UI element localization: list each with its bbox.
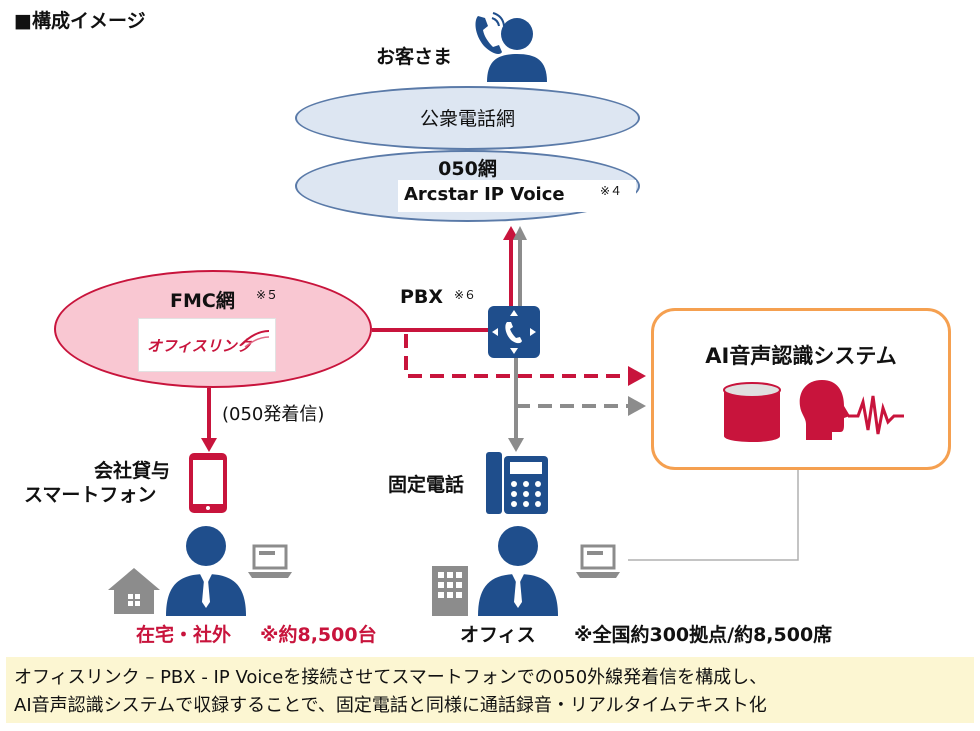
customer-person-icon	[487, 18, 547, 82]
pbx-note: ※６	[454, 288, 477, 302]
office-count: ※全国約300拠点/約8,500席	[574, 624, 833, 646]
phone-handset-icon	[475, 12, 505, 54]
pbx-050-gray-arrowhead	[513, 226, 527, 240]
officelink-swoosh-icon	[240, 330, 270, 348]
ai-office-thin-line	[628, 470, 799, 561]
building-icon	[432, 566, 468, 616]
ai-system-label: AI音声認識システム	[705, 344, 897, 368]
net050-label: 050網	[438, 158, 497, 180]
remote-label: 在宅・社外	[136, 624, 232, 646]
office-label: オフィス	[460, 624, 536, 646]
pbx-switch-icon	[488, 306, 540, 358]
fixed-phone-label: 固定電話	[388, 474, 465, 496]
office-worker-person-icon	[478, 526, 558, 616]
outgoing-label: (050発着信)	[222, 404, 325, 425]
fmc-smartphone-arrowhead	[201, 438, 217, 452]
caption-box: オフィスリンク – PBX - IP Voiceを接続させてスマートフォンでの0…	[6, 657, 974, 723]
red-dashed-to-ai	[404, 334, 630, 378]
remote-count: ※約8,500台	[260, 624, 377, 646]
public-network-label: 公衆電話網	[419, 108, 515, 130]
caption-line1: オフィスリンク – PBX - IP Voiceを接続させてスマートフォンでの0…	[14, 667, 768, 688]
officelink-logo-text: オフィスリンク	[147, 337, 252, 355]
ai-system-box	[651, 308, 951, 470]
office-laptop-icon	[576, 544, 620, 578]
officelink-logo: オフィスリンク	[138, 318, 276, 372]
diagram-title: ■構成イメージ	[14, 10, 146, 32]
database-icon	[723, 382, 781, 442]
smartphone-icon	[189, 453, 227, 513]
public-network-ellipse	[295, 86, 640, 150]
arcstar-service-label: Arcstar IP Voice	[404, 184, 565, 205]
gray-dashed-arrowhead	[628, 396, 646, 416]
remote-worker-person-icon	[166, 526, 246, 616]
remote-laptop-icon	[248, 544, 292, 578]
fmc-note: ※５	[256, 288, 279, 302]
red-dashed-arrowhead	[628, 366, 646, 386]
customer-label: お客さま	[376, 46, 453, 68]
house-icon	[108, 568, 160, 614]
caption-line2: AI音声認識システムで収録することで、固定電話と同様に通話録音・リアルタイムテキ…	[14, 695, 767, 716]
arcstar-box: Arcstar IP Voice ※４	[398, 180, 636, 212]
speaking-head-icon	[799, 380, 850, 440]
pbx-fixedphone-arrowhead	[508, 438, 524, 452]
fmc-label: FMC網	[170, 290, 235, 312]
smartphone-label-line2: スマートフォン	[24, 484, 157, 506]
desk-phone-icon	[486, 452, 548, 514]
waveform-icon	[848, 395, 904, 435]
smartphone-label-line1: 会社貸与	[94, 460, 171, 482]
arcstar-note: ※４	[600, 184, 623, 198]
pbx-label: PBX	[400, 286, 444, 308]
